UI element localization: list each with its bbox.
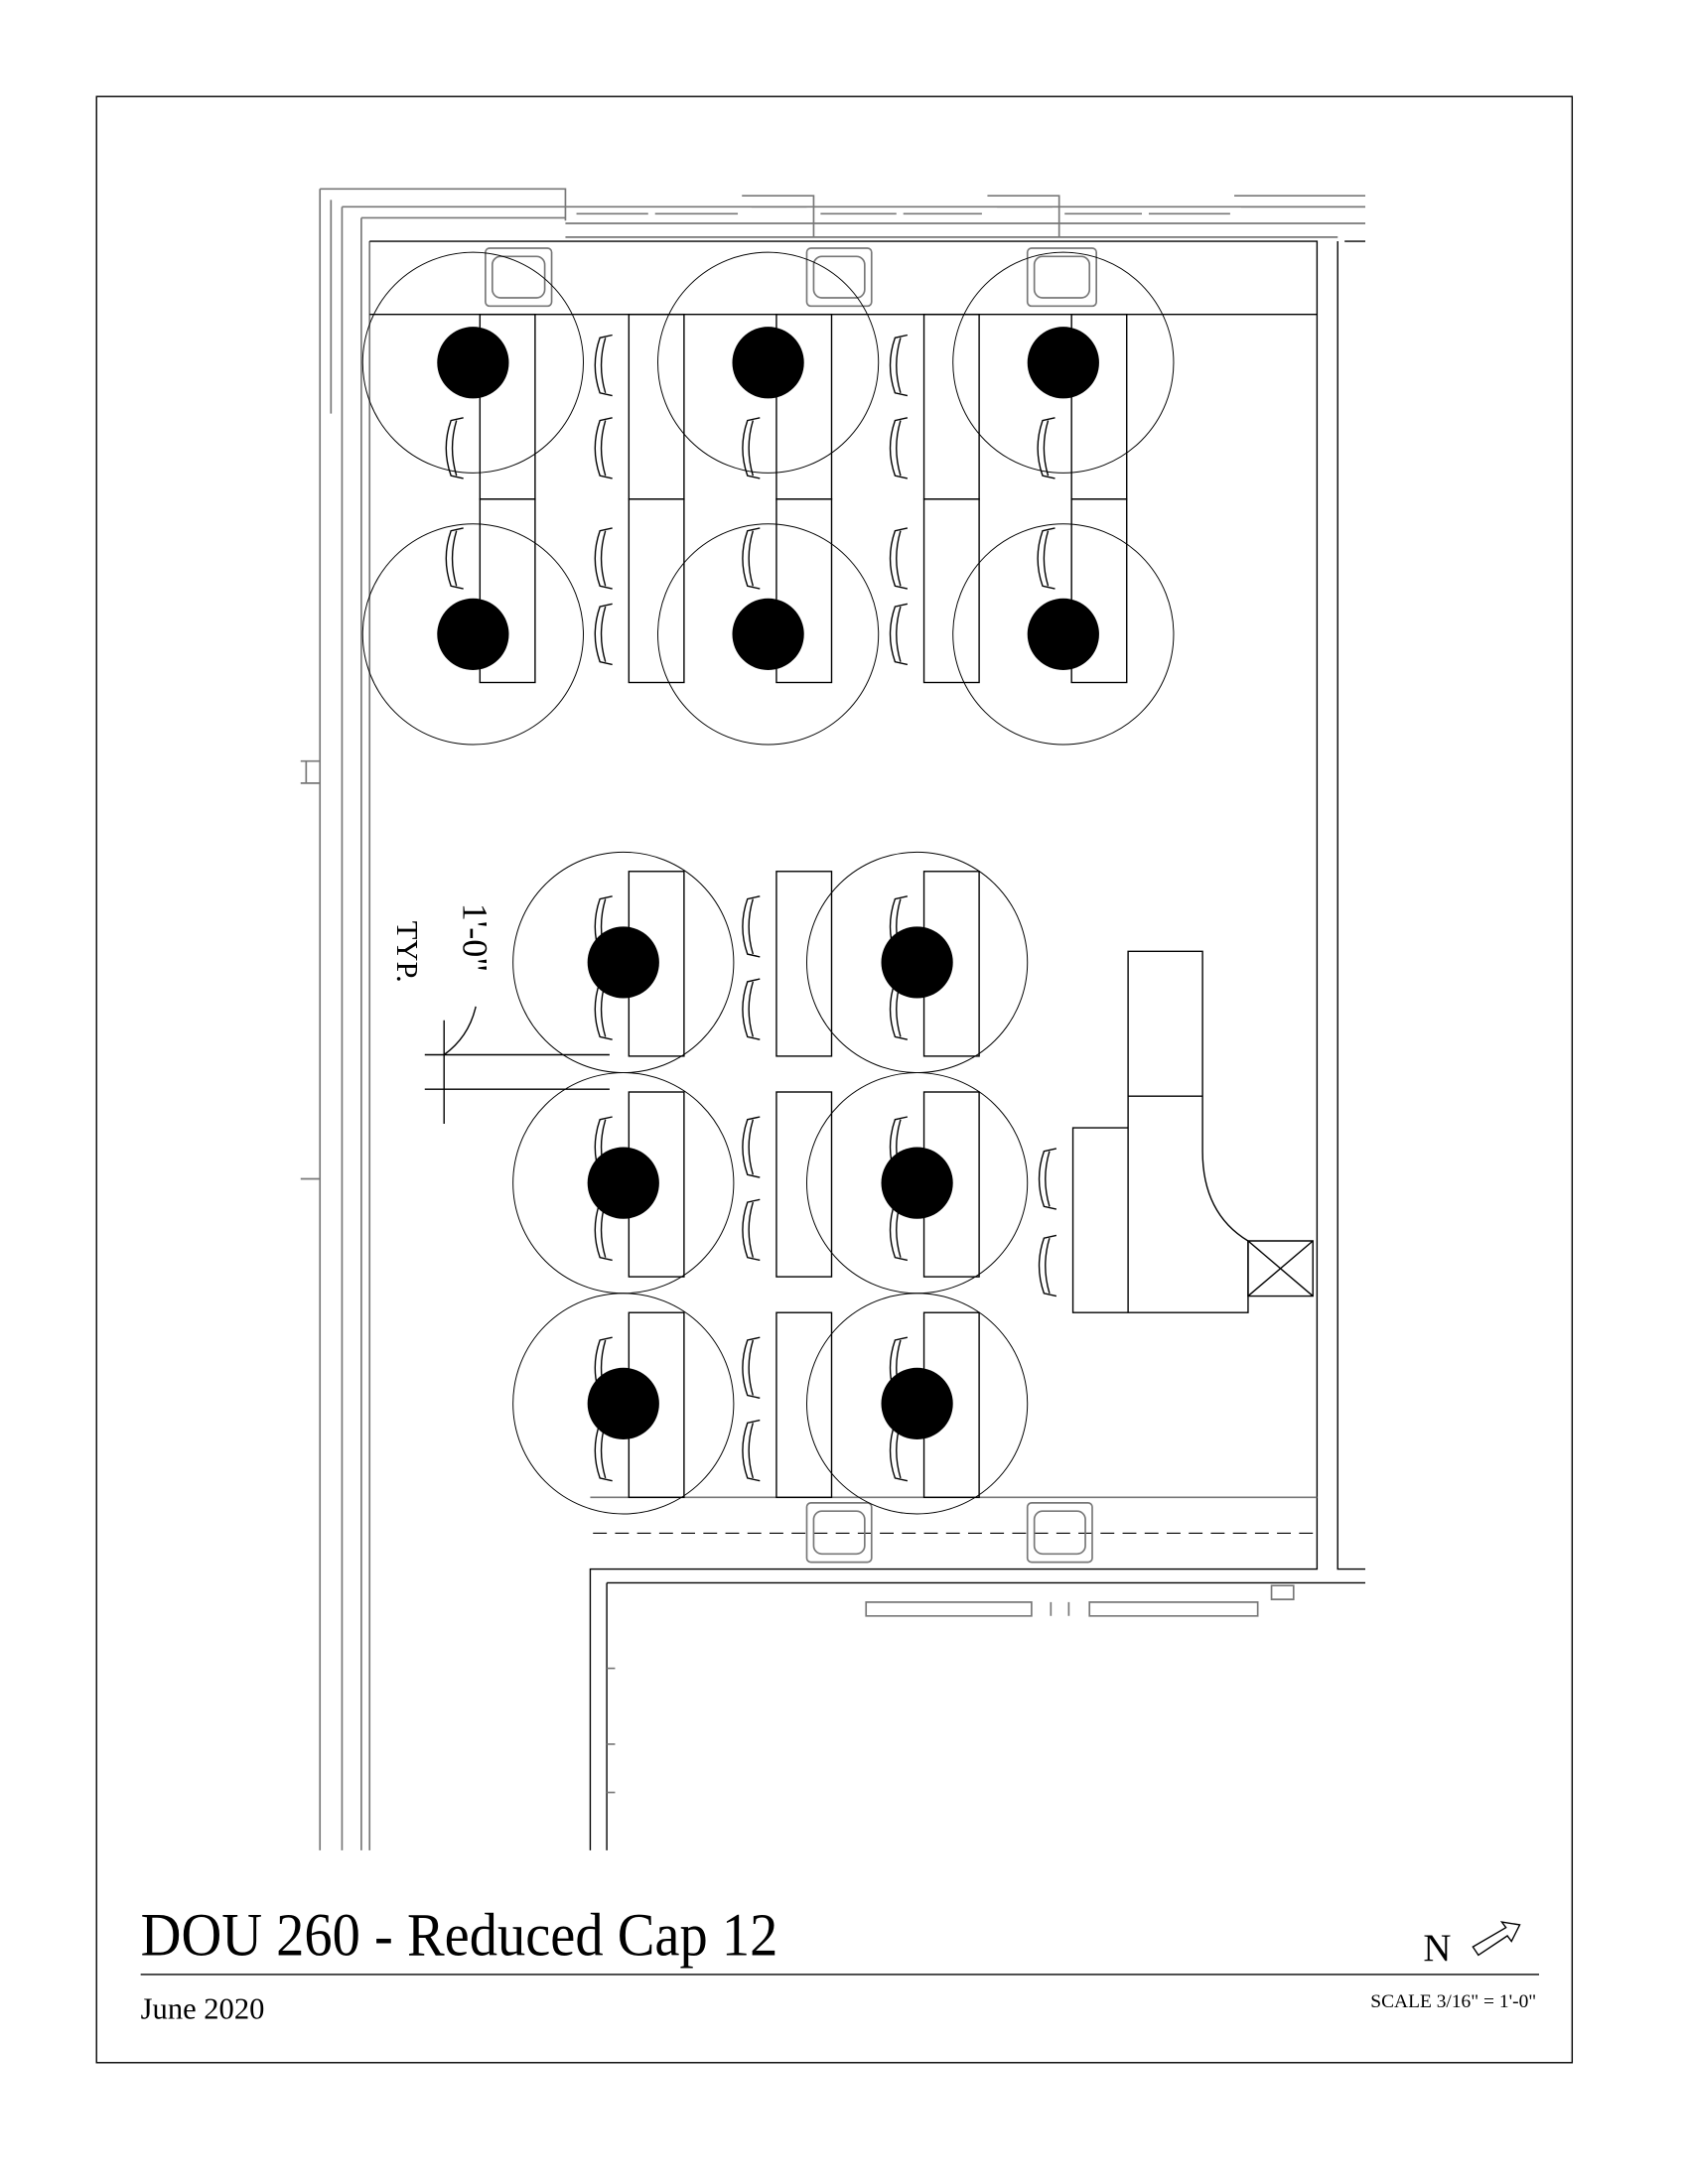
chair-icon xyxy=(1038,1148,1057,1210)
hvac-unit xyxy=(485,247,553,308)
occupied-seat-dot xyxy=(1027,598,1099,670)
chair-icon xyxy=(1037,417,1055,479)
chair-icon xyxy=(445,527,464,590)
chair-icon xyxy=(742,978,761,1040)
occupied-seat-dot xyxy=(587,1147,659,1219)
occupied-seat-dot xyxy=(587,926,659,999)
distancing-circle xyxy=(952,251,1175,474)
hvac-grille xyxy=(812,1510,866,1556)
hvac-unit xyxy=(805,1502,873,1564)
north-label: N xyxy=(1423,1927,1451,1970)
chair-icon xyxy=(889,417,909,479)
chair-icon xyxy=(742,1336,761,1400)
chair-icon xyxy=(742,1419,761,1482)
instructor-station xyxy=(1071,950,1314,1313)
occupied-seat-dot xyxy=(732,598,804,670)
occupied-seat-dot xyxy=(732,327,804,399)
column-icon xyxy=(1247,1240,1314,1297)
distancing-circle xyxy=(657,251,880,474)
hvac-grille xyxy=(812,255,866,299)
chair-icon xyxy=(594,603,613,666)
occupied-seat-dot xyxy=(1027,327,1099,399)
desk xyxy=(775,1091,833,1278)
desk xyxy=(775,1311,833,1499)
occupied-seat-dot xyxy=(881,1147,953,1219)
desk xyxy=(1070,498,1128,684)
chair-icon xyxy=(1037,527,1055,590)
distancing-circle xyxy=(806,1293,1029,1515)
occupied-seat-dot xyxy=(437,598,509,670)
occupied-seat-dot xyxy=(437,327,509,399)
chair-icon xyxy=(594,334,613,397)
desks xyxy=(479,313,1128,1499)
occupied-seats xyxy=(361,251,1175,1515)
occupied-seat-dot xyxy=(881,1367,953,1439)
chair-icon xyxy=(742,1116,761,1178)
hvac-unit xyxy=(805,247,873,308)
hvac-units xyxy=(485,247,1097,1564)
desk xyxy=(922,313,980,500)
distancing-circle xyxy=(361,523,584,746)
distancing-circle xyxy=(952,523,1175,746)
hvac-grille xyxy=(1033,255,1091,299)
desk xyxy=(479,498,536,684)
desk xyxy=(628,498,685,684)
occupied-seat-dot xyxy=(881,926,953,999)
chair-icon xyxy=(445,417,464,479)
page-title: DOU 260 - Reduced Cap 12 xyxy=(141,1902,778,1969)
hvac-grille xyxy=(491,255,546,299)
building-walls xyxy=(300,188,1365,1850)
hvac-grille xyxy=(1033,1510,1086,1556)
distancing-circle xyxy=(361,251,584,474)
chair-icon xyxy=(889,603,909,666)
distancing-circle xyxy=(657,523,880,746)
hvac-unit xyxy=(1026,1502,1093,1564)
hvac-unit xyxy=(1026,247,1097,308)
occupied-seat-dot xyxy=(587,1367,659,1439)
desk xyxy=(922,498,980,684)
chair-icon xyxy=(889,334,909,397)
north-arrow-icon xyxy=(1472,1921,1521,1957)
distancing-circle xyxy=(512,1293,735,1515)
chairs xyxy=(445,334,1057,1482)
chair-icon xyxy=(1038,1234,1057,1297)
scale-label: SCALE 3/16" = 1'-0" xyxy=(1370,1991,1536,2012)
chair-icon xyxy=(742,527,761,590)
chair-icon xyxy=(742,417,761,479)
chair-icon xyxy=(742,1198,761,1262)
chair-icon xyxy=(742,895,761,958)
sheet-border xyxy=(95,95,1574,2064)
chair-icon xyxy=(889,527,909,590)
desk xyxy=(628,313,685,500)
chair-icon xyxy=(594,527,613,590)
dimension-note: TYP. xyxy=(390,921,424,983)
desk xyxy=(775,498,833,684)
date-label: June 2020 xyxy=(141,1991,265,2025)
dimension-annotation: 1'-0" TYP. xyxy=(390,903,610,1124)
dimension-value: 1'-0" xyxy=(456,903,495,972)
chair-icon xyxy=(594,417,613,479)
desk xyxy=(775,871,833,1057)
